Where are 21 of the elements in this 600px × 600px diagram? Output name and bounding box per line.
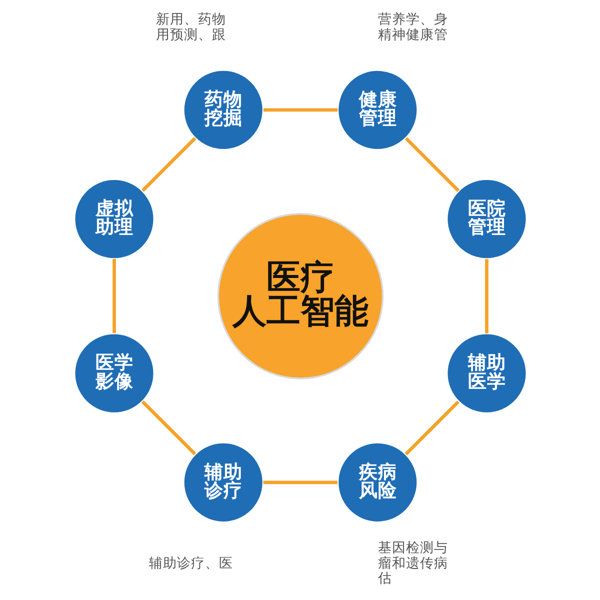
node-label: 辅助诊疗、医 bbox=[148, 555, 233, 572]
node-circle: 虚拟助理 bbox=[73, 178, 154, 260]
connector bbox=[263, 108, 338, 112]
node-circle: 药物挖掘 bbox=[182, 69, 264, 151]
node-circle: 医学影像 bbox=[73, 332, 154, 414]
node-circle: 医院管理 bbox=[446, 178, 527, 260]
node-circle: 辅助医学 bbox=[446, 332, 527, 414]
node-circle: 辅助诊疗 bbox=[182, 442, 264, 524]
connector bbox=[262, 480, 337, 484]
node-circle: 健康管理 bbox=[336, 69, 418, 151]
connector bbox=[140, 136, 196, 192]
node-label: 新用、药物用预测、跟 bbox=[155, 12, 226, 43]
connector bbox=[404, 400, 460, 456]
node-circle: 疾病风险 bbox=[336, 442, 418, 524]
connector bbox=[404, 137, 460, 192]
connector bbox=[484, 259, 488, 334]
node-circle: 医疗人工智能 bbox=[216, 213, 384, 380]
connector bbox=[112, 258, 116, 334]
node-label: 营养学、身精神健康管 bbox=[378, 12, 448, 43]
connector bbox=[140, 400, 196, 456]
node-label: 基因检测与瘤和遗传病估 bbox=[378, 540, 448, 587]
